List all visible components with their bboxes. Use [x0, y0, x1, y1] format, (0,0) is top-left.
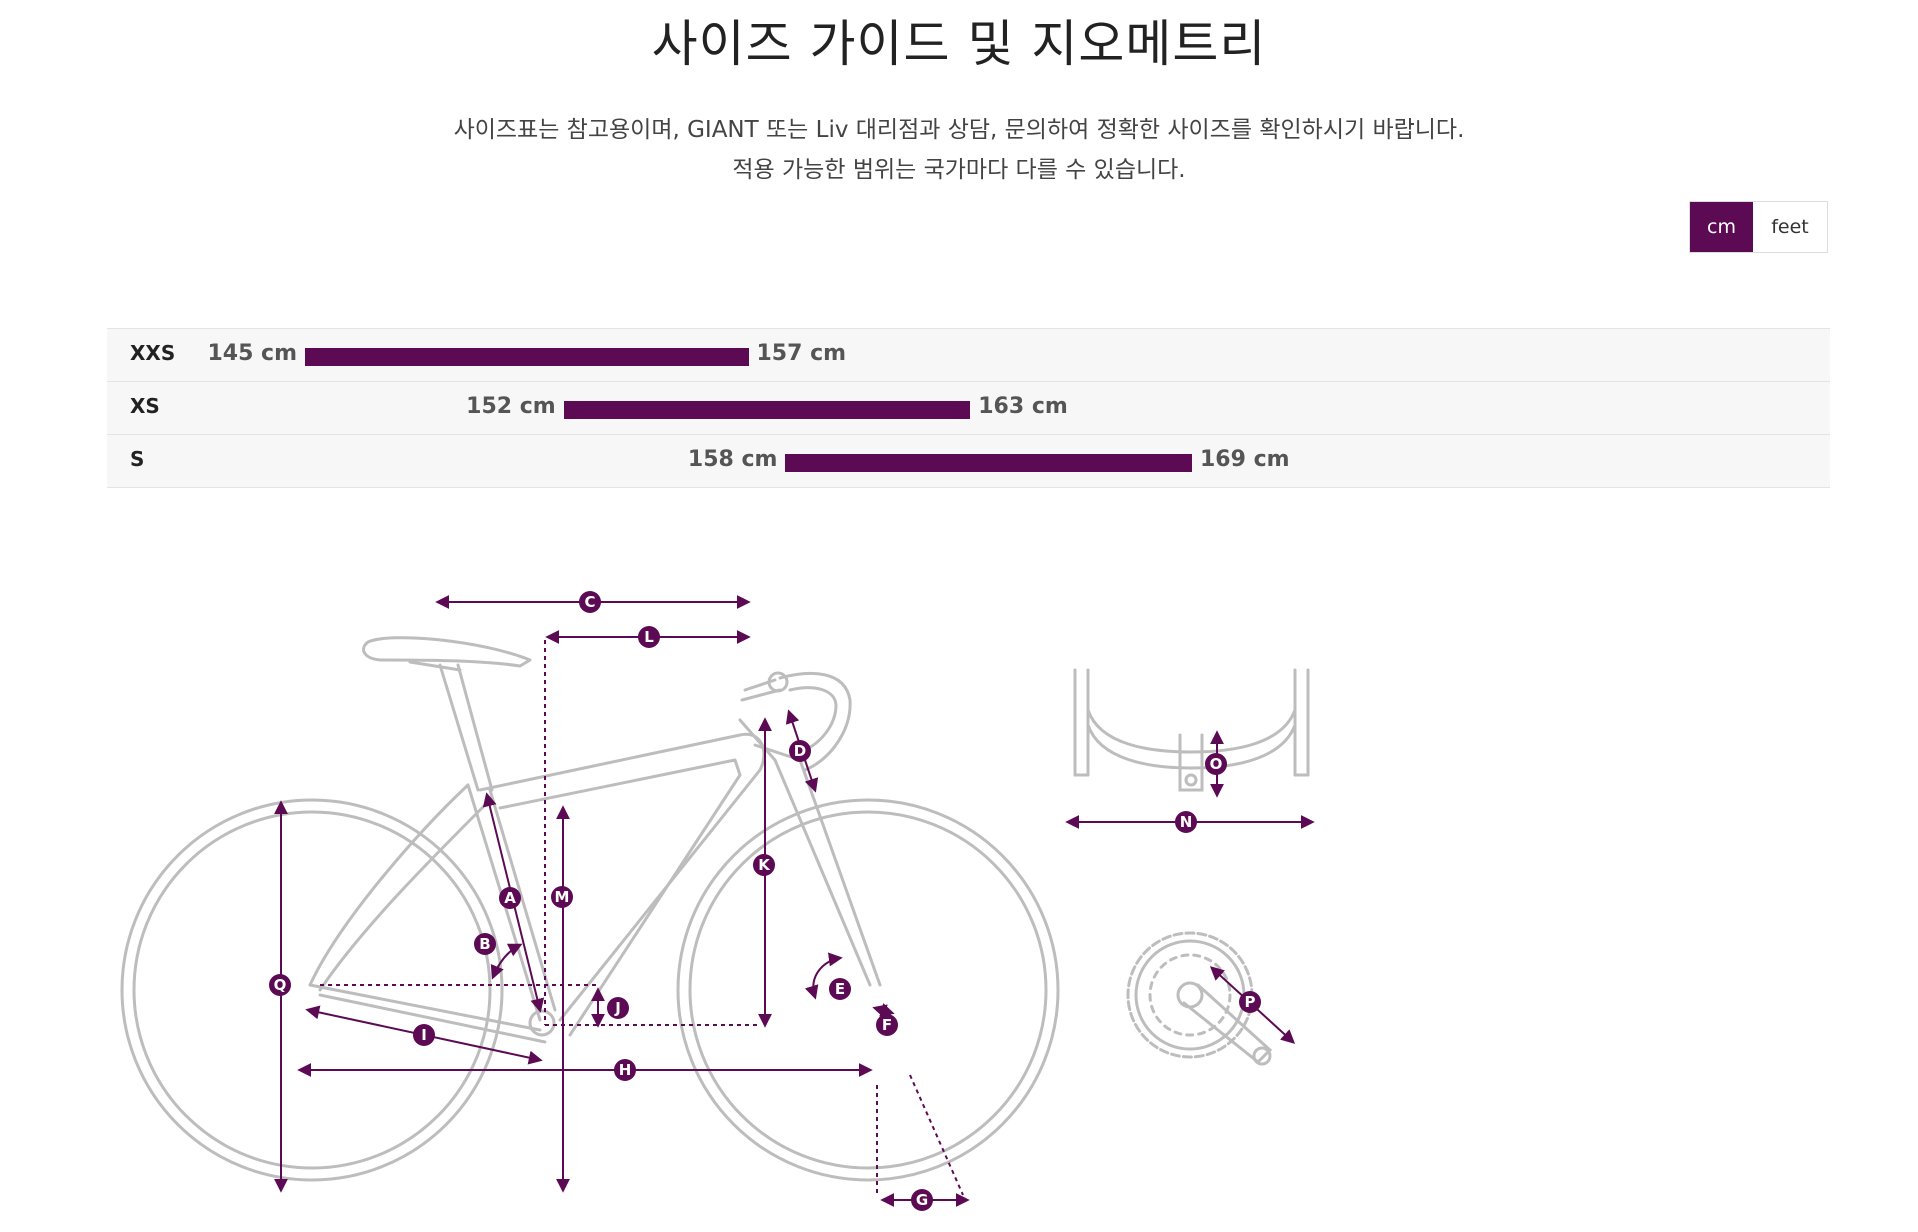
dimension-badge-o: O [1205, 753, 1227, 775]
bike-side-view-icon [120, 636, 1060, 1182]
size-row-s: S 158 cm 169 cm [107, 435, 1830, 488]
dimension-letter: C [584, 593, 595, 611]
dimension-badge-j: J [607, 997, 629, 1019]
dimension-badge-b: B [474, 933, 496, 955]
dimension-badge-p: P [1239, 991, 1261, 1013]
dimension-badge-m: M [551, 886, 573, 908]
size-row-xxs: XXS 145 cm 157 cm [107, 329, 1830, 382]
dimension-badge-f: F [876, 1014, 898, 1036]
range-max-label: 157 cm [756, 341, 847, 366]
size-guide-region-note: 적용 가능한 범위는 국가마다 다를 수 있습니다. [732, 157, 1186, 183]
size-label: XS [130, 394, 160, 418]
dimension-badge-k: K [753, 854, 775, 876]
size-guide-note: 사이즈표는 참고용이며, GIANT 또는 Liv 대리점과 상담, 문의하여 … [453, 117, 1465, 143]
handlebar-front-view-icon [1073, 668, 1310, 792]
unit-toggle: cm feet [1689, 201, 1828, 253]
page-title: 사이즈 가이드 및 지오메트리 [651, 15, 1267, 73]
dimension-letter: J [614, 999, 621, 1017]
unit-cm-button[interactable]: cm [1690, 202, 1753, 252]
dimension-letter: O [1210, 755, 1223, 773]
dimension-letter: N [1180, 813, 1193, 831]
unit-feet-button[interactable]: feet [1753, 202, 1827, 252]
size-label: XXS [130, 341, 176, 365]
range-max-label: 163 cm [978, 394, 1068, 419]
size-chart: XXS 145 cm 157 cm XS 152 cm 163 cm S 158… [107, 328, 1830, 488]
dimension-badge-q: Q [269, 974, 291, 996]
dimension-letter: A [504, 889, 516, 907]
range-bar [563, 401, 971, 419]
dimension-letter: D [794, 742, 806, 760]
dimension-badge-a: A [499, 887, 521, 909]
dimension-badge-e: E [829, 978, 851, 1000]
dimension-letter: B [479, 935, 490, 953]
dimension-letter: E [835, 980, 845, 998]
range-min-label: 158 cm [687, 447, 778, 472]
dimension-letter: P [1245, 993, 1256, 1011]
dimension-letter: G [916, 1191, 928, 1209]
dimension-badge-l: L [638, 626, 660, 648]
dimension-badge-g: G [911, 1189, 933, 1211]
size-label: S [130, 447, 145, 471]
dimension-badge-h: H [614, 1059, 636, 1081]
dimension-badge-c: C [579, 591, 601, 613]
dimension-letter: L [644, 628, 654, 646]
range-max-label: 169 cm [1200, 447, 1290, 472]
dimension-letter: H [619, 1061, 632, 1079]
dimension-letter: K [758, 856, 771, 874]
range-bar [785, 454, 1192, 472]
dimension-letter: Q [274, 976, 287, 994]
dimension-letter: I [421, 1026, 427, 1044]
dimension-letter: M [555, 888, 570, 906]
range-bar [305, 348, 749, 366]
dimension-badge-n: N [1175, 811, 1197, 833]
size-row-xs: XS 152 cm 163 cm [107, 382, 1830, 435]
dimension-letter: F [882, 1016, 892, 1034]
dimension-badge-i: I [413, 1024, 435, 1046]
dimension-badge-d: D [789, 740, 811, 762]
range-min-label: 152 cm [466, 394, 556, 419]
range-min-label: 145 cm [207, 341, 297, 366]
